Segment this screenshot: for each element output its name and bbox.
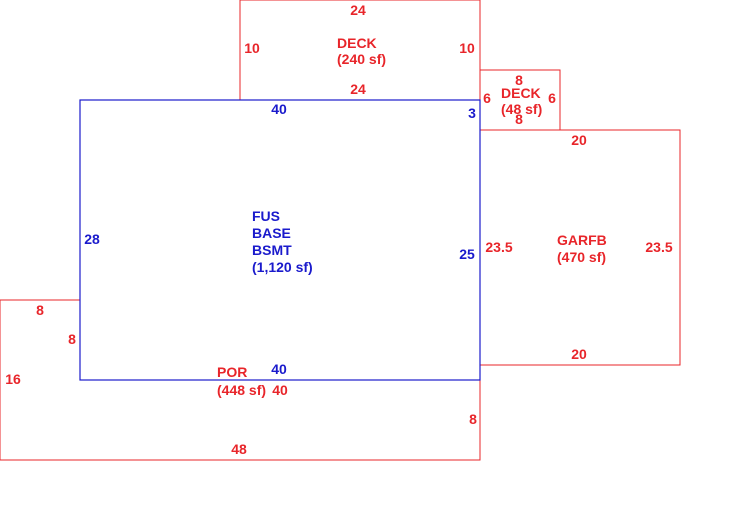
deck-small-outline bbox=[480, 69, 561, 130]
porch-dim-top: 40 bbox=[272, 382, 288, 398]
deck-top-area-label: (240 sf) bbox=[337, 51, 386, 67]
garage-outline bbox=[480, 129, 681, 366]
deck-small-dim-top: 8 bbox=[515, 72, 523, 88]
main-dim-bottom: 40 bbox=[271, 361, 287, 377]
deck-top-outline bbox=[239, 0, 481, 100]
garage-dim-bottom: 20 bbox=[571, 346, 587, 362]
deck-top-dim-right: 10 bbox=[459, 40, 475, 56]
deck-top-label: DECK bbox=[337, 35, 377, 51]
deck-small-dim-left: 6 bbox=[483, 90, 491, 106]
deck-small-dim-bottom: 8 bbox=[515, 111, 523, 127]
porch-dim-top-left: 8 bbox=[36, 302, 44, 318]
deck-small-dim-right: 6 bbox=[548, 90, 556, 106]
porch-area-label: (448 sf) bbox=[217, 382, 266, 398]
porch-dim-outer-left: 16 bbox=[5, 371, 21, 387]
porch-label: POR bbox=[217, 364, 247, 380]
deck-top-dim-left: 10 bbox=[244, 40, 260, 56]
garage-dim-left: 23.5 bbox=[485, 239, 512, 255]
deck-small-area-label: (48 sf) bbox=[501, 101, 542, 117]
main-dim-left: 28 bbox=[84, 231, 100, 247]
porch-dim-right: 8 bbox=[469, 411, 477, 427]
garage-dim-top: 20 bbox=[571, 132, 587, 148]
main-dim-top: 40 bbox=[271, 101, 287, 117]
deck-top-dim-bottom: 24 bbox=[350, 81, 366, 97]
deck-small-label: DECK bbox=[501, 85, 541, 101]
porch-outline bbox=[0, 299, 481, 461]
main-dim-notch: 3 bbox=[468, 105, 476, 121]
garage-area: 20 23.5 23.5 20 GARFB (470 sf) bbox=[480, 129, 681, 366]
deck-top-area: 24 10 10 24 DECK (240 sf) bbox=[239, 0, 481, 100]
main-label-line-3: BSMT bbox=[252, 242, 292, 258]
garage-dim-right: 23.5 bbox=[645, 239, 672, 255]
porch-dim-bottom: 48 bbox=[231, 441, 247, 457]
main-label-line-1: FUS bbox=[252, 208, 280, 224]
porch-dim-left-step: 8 bbox=[68, 331, 76, 347]
main-label-line-2: BASE bbox=[252, 225, 291, 241]
main-area: 40 3 28 25 40 FUS BASE BSMT (1,120 sf) bbox=[79, 99, 481, 381]
deck-small-area: 8 6 6 8 DECK (48 sf) bbox=[480, 69, 561, 130]
garage-label: GARFB bbox=[557, 232, 607, 248]
main-dim-right: 25 bbox=[459, 246, 475, 262]
porch-area: 8 8 16 48 8 40 POR (448 sf) bbox=[0, 299, 481, 461]
main-outline bbox=[79, 99, 481, 381]
deck-top-dim-top: 24 bbox=[350, 2, 366, 18]
garage-area-label: (470 sf) bbox=[557, 249, 606, 265]
main-area-label: (1,120 sf) bbox=[252, 259, 313, 275]
